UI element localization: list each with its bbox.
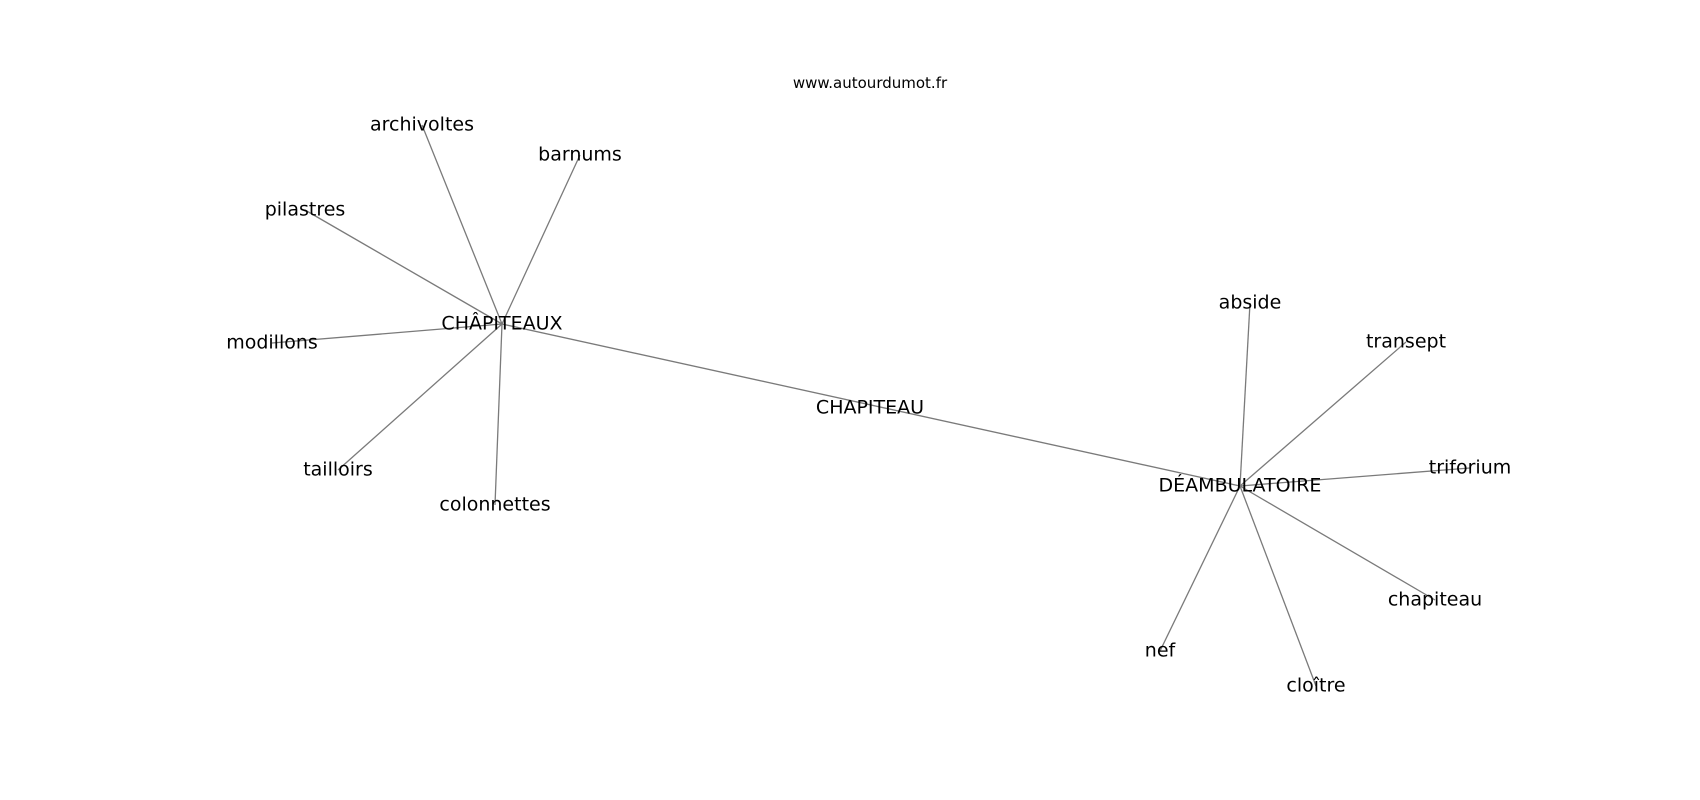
edge-deambulatoire-nef: [1159, 485, 1241, 652]
node-label-abside: abside: [1219, 292, 1282, 314]
node-label-modillons: modillons: [226, 332, 318, 354]
node-label-archivoltes: archivoltes: [370, 114, 474, 136]
node-label-transept: transept: [1366, 331, 1446, 353]
node-label-deambulatoire: DÉAMBULATOIRE: [1159, 474, 1322, 497]
edge-chapiteaux-deambulatoire: [501, 323, 1241, 487]
node-label-barnums: barnums: [538, 144, 622, 166]
node-label-tailloirs: tailloirs: [303, 459, 373, 481]
edge-layer: [271, 124, 1471, 687]
source-watermark: www.autourdumot.fr: [793, 74, 948, 92]
edge-deambulatoire-chapiteau_leaf: [1239, 485, 1436, 601]
edge-chapiteaux-archivoltes: [421, 124, 503, 325]
edge-deambulatoire-triforium: [1239, 467, 1471, 487]
node-label-colonnettes: colonnettes: [439, 494, 550, 516]
node-label-chapiteau-center: CHAPITEAU: [816, 397, 924, 419]
edge-chapiteaux-pilastres: [304, 209, 503, 325]
edge-deambulatoire-abside: [1239, 302, 1251, 487]
edge-deambulatoire-transept: [1239, 341, 1407, 487]
node-label-cloitre: cloître: [1286, 675, 1345, 697]
edge-chapiteaux-colonnettes: [494, 323, 503, 506]
edge-chapiteaux-tailloirs: [337, 323, 503, 471]
node-label-pilastres: pilastres: [265, 199, 346, 221]
node-label-chapiteau-leaf: chapiteau: [1388, 589, 1482, 611]
edge-chapiteaux-barnums: [501, 154, 581, 325]
edge-chapiteaux-modillons: [271, 323, 503, 344]
node-label-chapiteaux: CHÂPITEAUX: [441, 312, 562, 335]
node-label-triforium: triforium: [1429, 457, 1512, 479]
node-layer: CHAPITEAU CHÂPITEAUX DÉAMBULATOIRE archivol…: [226, 114, 1511, 697]
edge-deambulatoire-cloitre: [1239, 485, 1317, 687]
node-label-nef: nef: [1145, 640, 1177, 662]
